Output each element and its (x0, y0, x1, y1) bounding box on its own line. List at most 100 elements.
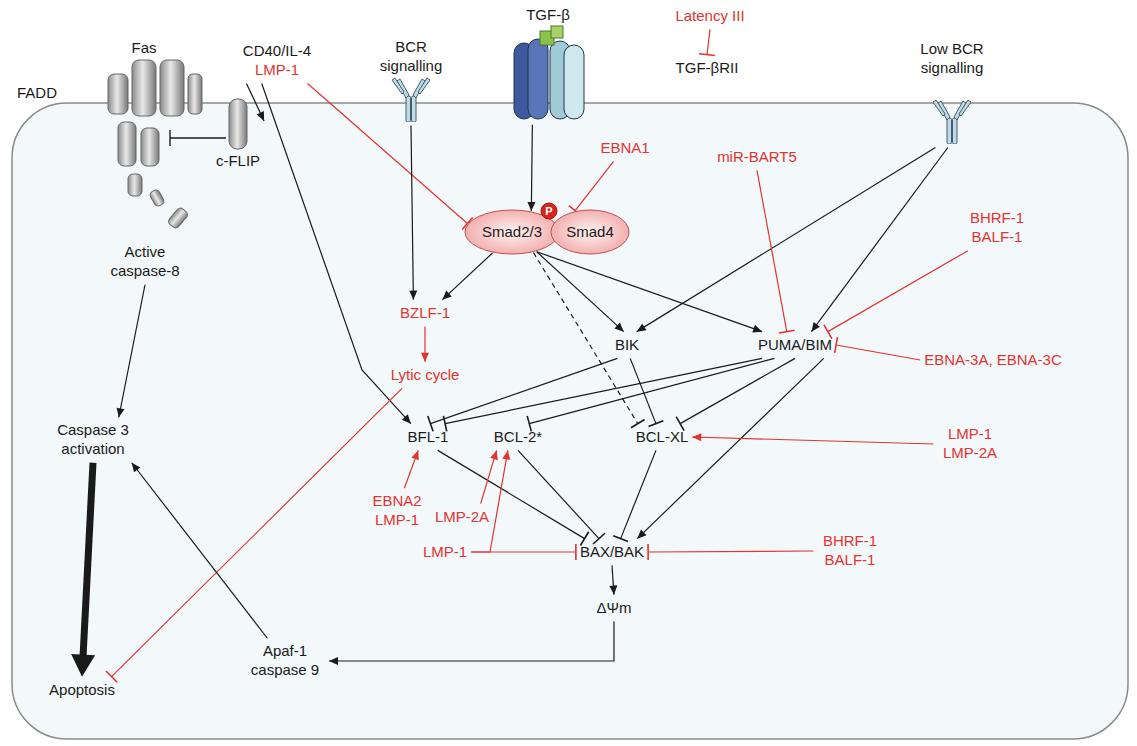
fas-receptor (108, 60, 202, 116)
node-shape (541, 203, 557, 219)
connector-line (132, 463, 268, 639)
node-label: EBNA1 (596, 135, 653, 162)
connector-line (262, 84, 411, 424)
node-shape (551, 210, 629, 254)
arrow-head (527, 202, 535, 211)
activation-arrow (537, 252, 624, 332)
node-label: Lytic cycle (387, 362, 464, 389)
receptor-label: TGF-β (502, 2, 594, 125)
connector-line (757, 170, 787, 331)
arrow-head (637, 323, 647, 331)
inhibition-connector (443, 358, 762, 431)
activation-arrow (409, 126, 417, 300)
fadd-symbol (118, 122, 159, 166)
fragment (167, 206, 189, 229)
connector-line (637, 358, 824, 538)
arrow-head (329, 657, 338, 665)
arrow-head (409, 291, 417, 300)
antibody-icon (932, 98, 972, 144)
node-text: Apoptosis (49, 681, 115, 700)
inhibition-connector (757, 170, 795, 333)
inhibition-bar (631, 419, 645, 427)
arrow-head (614, 323, 623, 332)
arrow-head (257, 111, 264, 121)
activation-arrow (421, 326, 429, 361)
node-text: c-FLIP (216, 152, 260, 171)
activation-arrow (811, 148, 947, 332)
inhibition-bar (613, 536, 628, 542)
arrow-head (502, 450, 510, 460)
fas-subunit (160, 60, 184, 116)
connector-line (575, 161, 613, 210)
connector-line (404, 450, 418, 488)
activation-arrow (442, 253, 492, 300)
node-text: LMP-1 (243, 61, 311, 80)
fadd-subunit (118, 122, 136, 166)
activation-arrow (537, 252, 762, 333)
inhibition-connector (835, 337, 921, 360)
inhibition-connector (648, 544, 813, 560)
activation-arrow (404, 450, 419, 488)
connector-line (445, 358, 762, 423)
inhibition-bar (593, 533, 605, 544)
node-label: miR-BART5 (713, 144, 801, 171)
node-text: Smad4 (566, 223, 614, 242)
node-label: EBNA-3A, EBNA-3C (920, 347, 1066, 374)
node-label: BCL-2* (490, 424, 546, 451)
node-label: Caspase 3 activation (50, 417, 136, 463)
node-label: LMP-1 (419, 539, 471, 566)
inhibition-bar (106, 671, 117, 682)
arrow-head (411, 450, 419, 460)
connector-line (531, 125, 532, 211)
signal-label: CD40/IL-4LMP-1 (239, 38, 315, 84)
node-label: LMP-2A (431, 504, 493, 531)
node-label: Active caspase-8 (101, 239, 189, 285)
node-text: LMP-1 (423, 543, 467, 562)
connector-line (537, 252, 762, 332)
node-text: Apaf-1 caspase 9 (245, 642, 325, 680)
arrow-head (609, 585, 617, 594)
arrow-head (117, 408, 125, 418)
node-text: CD40/IL-4 (243, 42, 311, 61)
arrow-head (442, 291, 451, 300)
connector-line (707, 29, 710, 54)
phospho-circle: P (540, 202, 558, 220)
connector-line (471, 551, 576, 552)
node-label: Apoptosis (45, 677, 119, 704)
node-text: BHRF-1 BALF-1 (965, 209, 1030, 247)
fas-subunit (132, 60, 156, 116)
connector-line (329, 621, 614, 661)
protein-label: c-FLIP (212, 92, 264, 175)
node-text: Active caspase-8 (105, 243, 185, 281)
cell-membrane (12, 103, 1128, 739)
inhibition-mark (170, 130, 226, 146)
activation-arrow (262, 84, 411, 424)
connector-line (442, 253, 492, 300)
node-text: ΔΨm (596, 599, 631, 618)
connector-line (680, 358, 795, 423)
connector-line (119, 285, 145, 418)
node-text: Latency III (675, 7, 744, 26)
receptor-label: BCR signalling (370, 34, 453, 126)
node-label: BAX/BAK (576, 539, 648, 566)
arrow-head (752, 325, 762, 333)
node-text: LMP-2A (435, 508, 489, 527)
node-text: Lytic cycle (391, 366, 460, 385)
node-text: LMP-1 LMP-2A (938, 425, 1003, 463)
antibody-icon (391, 76, 431, 122)
connector-line (648, 551, 813, 552)
activation-arrow (637, 358, 824, 538)
node-text: BCL-2* (494, 428, 542, 447)
protein-ellipse: Smad4 (550, 209, 630, 255)
arrow-head (71, 654, 95, 677)
activation-arrow (637, 148, 936, 332)
node-text: BIK (615, 336, 639, 355)
inhibition-bar (835, 337, 838, 353)
activation-arrow (609, 565, 617, 594)
fragment (149, 189, 166, 208)
connector-line (83, 463, 93, 659)
connector-line (811, 148, 947, 332)
activation-arrow (246, 84, 264, 121)
connector-line (308, 84, 468, 224)
connector-line (112, 388, 402, 676)
